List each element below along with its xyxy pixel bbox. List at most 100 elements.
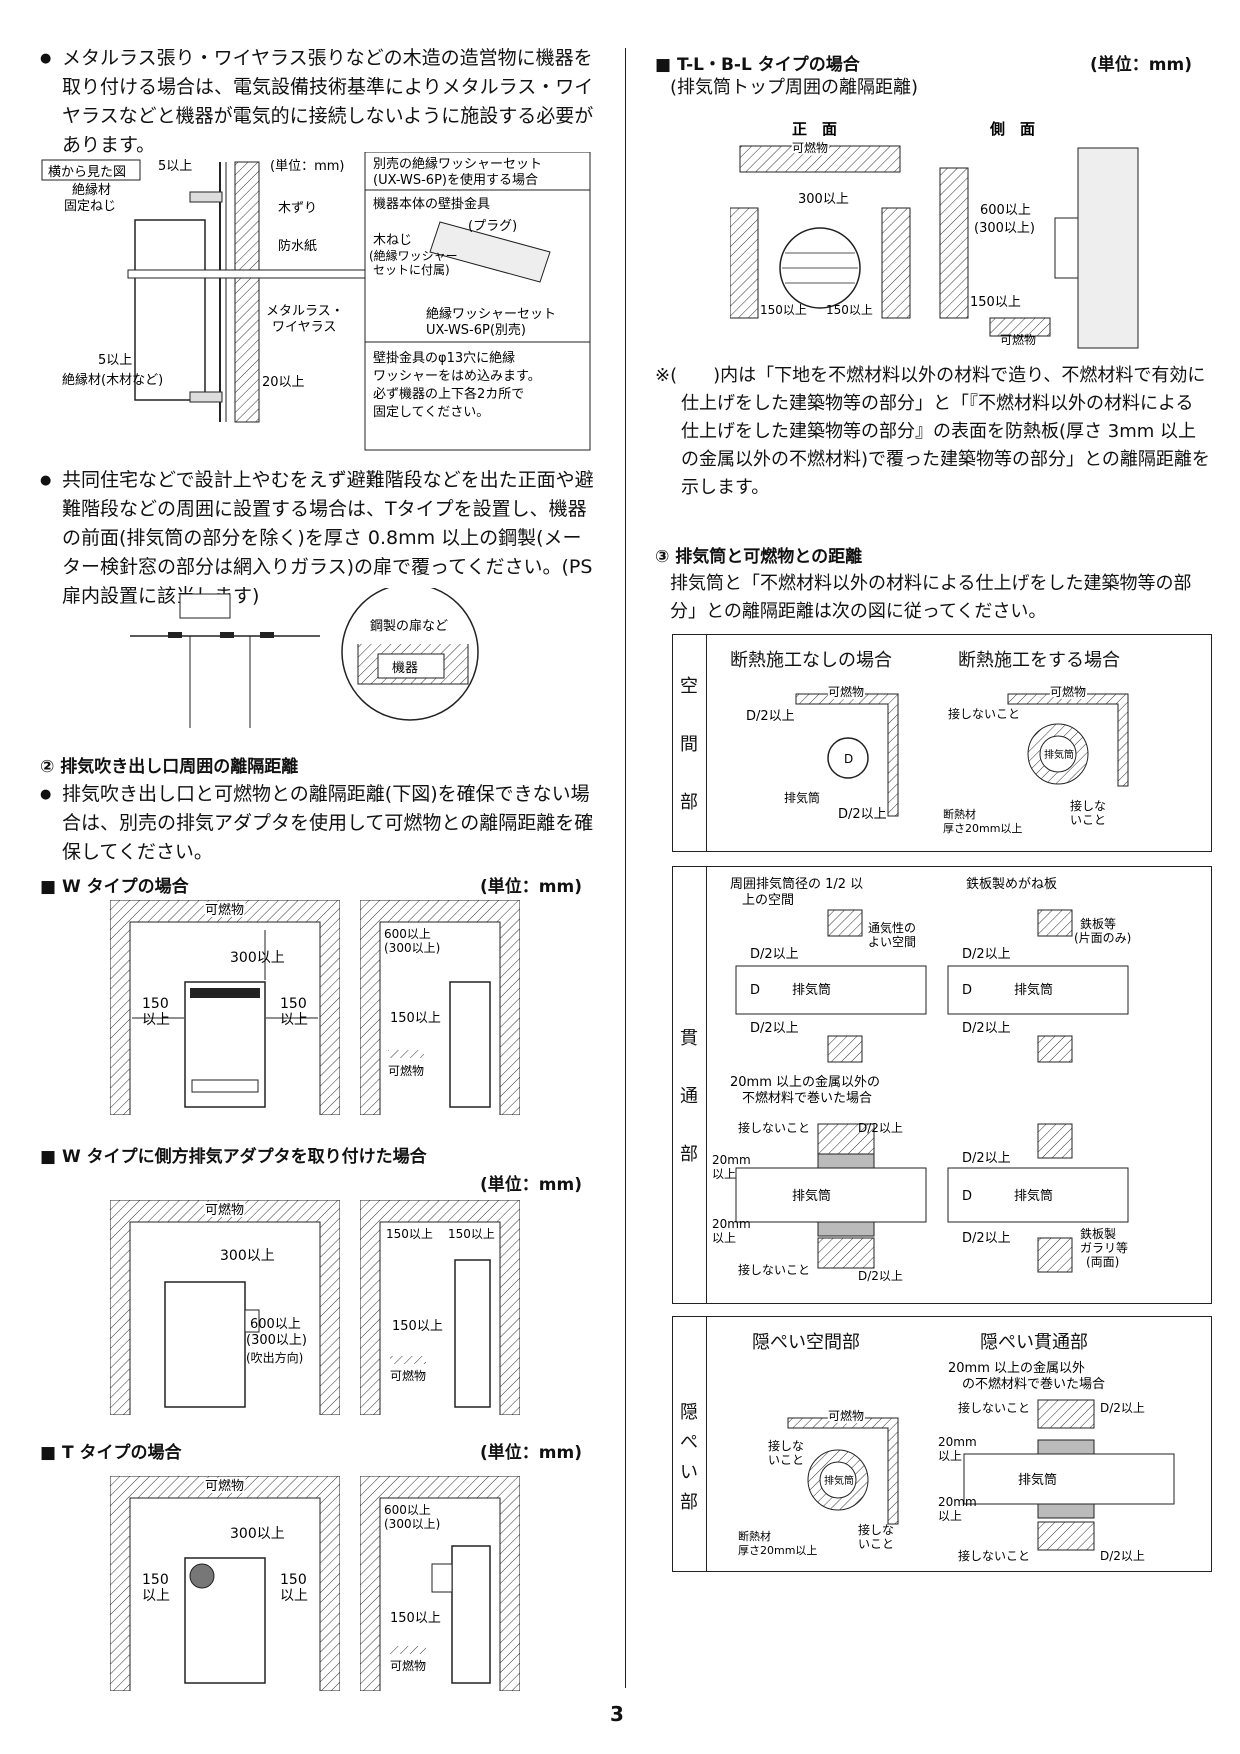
pen3-nc1: 接しないこと (738, 1120, 810, 1135)
pen2-plate1: 鉄板等 (1080, 916, 1116, 931)
pen2-d: D (962, 983, 972, 998)
tl-front-kanen: 可燃物 (792, 140, 828, 155)
fig1-title: 横から見た図 (48, 165, 126, 180)
pen-b2: 鉄板製めがね板 (966, 877, 1057, 892)
wa-front-300: 300以上 (220, 1248, 275, 1264)
fig1-metal1: メタルラス・ (266, 304, 344, 319)
space2-nc1: 接しな (1070, 798, 1106, 813)
pen3-20d: 以上 (712, 1231, 736, 1245)
w-front-ijou2: 以上 (280, 1012, 308, 1028)
conc2-pipe: 排気筒 (1018, 1472, 1057, 1488)
pen4-d2b: D/2以上 (962, 1231, 1011, 1246)
t-side-150: 150以上 (390, 1611, 441, 1626)
pen-b1b: 上の空間 (742, 893, 794, 908)
inset-note4: 固定してください。 (373, 405, 489, 420)
conc2-20a: 20mm (938, 1435, 977, 1449)
conc1-nc3: 接しな (858, 1522, 894, 1537)
space2-pipe: 排気筒 (1044, 748, 1074, 761)
conc1-nc1: 接しな (768, 1438, 804, 1453)
figure-t-type-side: 600以上 (300以上) 150以上 可燃物 (360, 1476, 520, 1691)
conc1-insul2: 厚さ20mm以上 (738, 1544, 817, 1557)
inset-washer2: UX-WS-6P(別売) (426, 322, 526, 338)
tl-front-label: 正 面 (792, 120, 837, 138)
conc2-nc2: 接しないこと (958, 1548, 1030, 1563)
fig1-insul3: 絶縁材(木材など) (62, 372, 163, 388)
tl-type-subtitle: (排気筒トップ周囲の離隔距離) (670, 77, 919, 98)
t-front-kanen: 可燃物 (205, 1478, 244, 1494)
conc2-d2a: D/2以上 (1100, 1401, 1145, 1415)
pen1-vent2: よい空間 (868, 935, 916, 949)
conc2-nc1: 接しないこと (958, 1400, 1030, 1415)
pen4-gal3: (両面) (1086, 1255, 1119, 1269)
wa-front-300b: (300以上) (246, 1333, 307, 1348)
pen-b3b: 不燃材料で巻いた場合 (742, 1090, 872, 1106)
t-front-150b: 150 (280, 1572, 307, 1588)
tl-side-300: (300以上) (974, 221, 1035, 236)
conc1-kanen: 可燃物 (828, 1408, 864, 1423)
w-side-150: 150以上 (390, 1011, 441, 1026)
w-front-150a: 150 (142, 996, 169, 1012)
inset-note1: 壁掛金具のφ13穴に絶縁 (373, 350, 515, 366)
w-front-ijou1: 以上 (142, 1012, 170, 1028)
conc-b1b: の不燃材料で巻いた場合 (962, 1376, 1105, 1392)
fig1-insul2: 固定ねじ (64, 199, 116, 214)
pen1-pipe: 排気筒 (792, 982, 831, 998)
table-penetration (672, 866, 1212, 1304)
table-conc-rowhead-2: ぺ (680, 1432, 698, 1453)
table-concealed (672, 1316, 1212, 1572)
fig1-unit: (単位：mm) (270, 158, 344, 174)
w-side-300: (300以上) (384, 941, 440, 955)
conc2-20b: 以上 (938, 1449, 962, 1463)
tl-side-600: 600以上 (980, 203, 1031, 218)
figure-wa-type-front: 可燃物 300以上 600以上 (300以上) (吹出方向) (110, 1200, 340, 1415)
column-divider (625, 48, 626, 1688)
w-type-unit: (単位：mm) (480, 877, 582, 897)
pen3-nc2: 接しないこと (738, 1262, 810, 1277)
fig1-5bot: 5以上 (98, 353, 132, 368)
section3-title: ③ 排気筒と可燃物との距離 (655, 547, 863, 567)
paragraph-distance: 排気筒と「不燃材料以外の材料による仕上げをした建築物等の部分」との離隔距離は次の… (670, 573, 1192, 622)
inset-screw2: (絶縁ワッシャー (369, 248, 458, 263)
figure-penetration: 周囲排気筒径の 1/2 以 上の空間 鉄板製めがね板 D/2以上 D 排気筒 D… (712, 876, 1131, 1283)
pen1-d2b: D/2以上 (750, 1021, 799, 1036)
figure-t-type-front: 可燃物 300以上 150 以上 150 以上 (110, 1476, 340, 1691)
w-side-600: 600以上 (384, 927, 431, 941)
fig2-door: 鋼製の扉など (370, 618, 448, 634)
w-side-kanen: 可燃物 (388, 1063, 424, 1078)
pen4-pipe: 排気筒 (1014, 1188, 1053, 1204)
table-space-rowhead-1: 空 (680, 676, 698, 697)
page-number: 3 (610, 1702, 624, 1726)
space2-insul2: 厚さ20mm以上 (943, 822, 1022, 835)
conc1-nc2: いこと (768, 1453, 804, 1467)
inset-bracket: 機器本体の壁掛金具 (373, 196, 490, 212)
fig1-5top: 5以上 (158, 159, 192, 174)
wa-side-150c: 150以上 (392, 1319, 443, 1334)
space1-d: D (844, 752, 853, 766)
w-type-title: ■ W タイプの場合 (40, 877, 189, 897)
tl-side-kanen: 可燃物 (1000, 332, 1036, 347)
pen2-d2b: D/2以上 (962, 1021, 1011, 1036)
figure-w-type-side: 600以上 (300以上) 150以上 可燃物 (360, 900, 520, 1115)
tl-type-title: ■ T-L・B-L タイプの場合 (655, 55, 860, 75)
paren-note: ※( )内は「下地を不燃材料以外の材料で造り、不燃材料で有効に仕上げをした建築物… (655, 365, 1210, 498)
t-type-title: ■ T タイプの場合 (40, 1443, 182, 1463)
table-pen-rowhead-3: 部 (680, 1144, 698, 1165)
pen3-pipe: 排気筒 (792, 1188, 831, 1204)
pen4-gal2: ガラリ等 (1080, 1241, 1128, 1255)
fig1-20: 20以上 (262, 375, 305, 390)
figure-ps-door: 鋼製の扉など 機器 (130, 588, 479, 728)
tl-front-150a: 150以上 (760, 303, 807, 317)
tl-front-300: 300以上 (798, 192, 849, 207)
pen2-plate2: (片面のみ) (1074, 931, 1131, 945)
t-front-ijou1: 以上 (142, 1588, 170, 1604)
wa-side-150a: 150以上 (386, 1227, 433, 1241)
space1-kanen: 可燃物 (828, 684, 864, 699)
conc-b1a: 20mm 以上の金属以外 (948, 1360, 1085, 1376)
fig2-kiki: 機器 (392, 661, 418, 676)
space1-pipe: 排気筒 (784, 790, 820, 805)
figure-concealed: 20mm 以上の金属以外 の不燃材料で巻いた場合 可燃物 排気筒 接しな いこと… (738, 1360, 1175, 1563)
fig1-insul1: 絶縁材 (72, 182, 111, 198)
table-space-col1: 断熱施工なしの場合 (730, 650, 892, 671)
inset-note3: 必ず機器の上下各2カ所で (373, 386, 524, 402)
conc1-insul1: 断熱材 (738, 1529, 771, 1543)
